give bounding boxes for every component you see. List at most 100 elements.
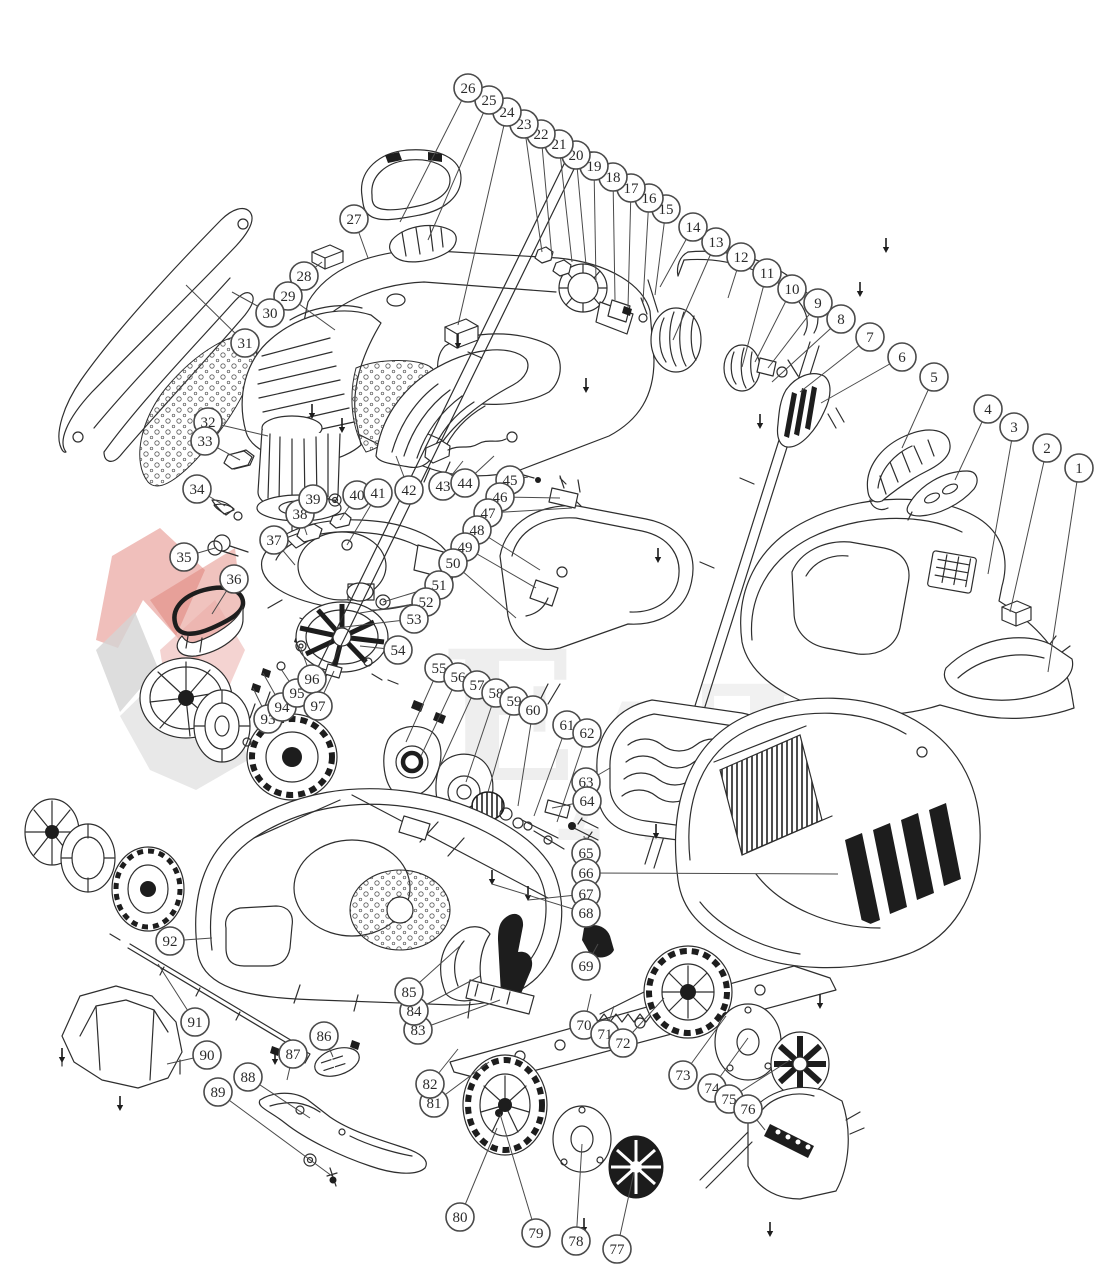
part-impeller	[295, 601, 399, 685]
callout-26: 26	[399, 73, 483, 223]
leader-line-59	[487, 700, 515, 793]
balloon-number-86: 86	[317, 1029, 333, 1045]
part-left-wheel-cluster	[24, 657, 338, 932]
callout-88: 88	[233, 1062, 311, 1119]
callout-76: 76	[733, 1094, 766, 1131]
part-blade-set	[258, 1040, 427, 1187]
callout-9: 9	[767, 288, 833, 369]
balloon-number-34: 34	[190, 482, 206, 498]
leader-line-24	[457, 111, 508, 326]
balloon-number-6: 6	[898, 350, 906, 366]
balloon-circle-62	[572, 718, 602, 748]
callout-90: 90	[166, 1040, 222, 1070]
part-deck	[195, 788, 563, 1019]
balloon-number-43: 43	[436, 479, 451, 495]
part-cover-button	[1001, 600, 1032, 627]
part-cover-trim	[906, 470, 978, 521]
leader-line-26	[399, 87, 469, 223]
balloon-circle-26	[453, 73, 483, 103]
balloon-circle-53	[399, 604, 429, 634]
balloon-circle-7	[855, 322, 885, 352]
balloon-number-85: 85	[402, 985, 417, 1001]
callout-21: 21	[544, 129, 574, 263]
balloon-number-22: 22	[534, 127, 549, 143]
balloon-number-21: 21	[552, 137, 567, 153]
balloon-number-23: 23	[517, 117, 532, 133]
balloon-circle-27	[339, 204, 369, 234]
callout-37: 37	[259, 525, 296, 566]
balloon-circle-86	[309, 1021, 339, 1051]
part-side-trim-bars	[58, 207, 258, 487]
balloon-number-80: 80	[453, 1210, 468, 1226]
balloon-number-84: 84	[407, 1004, 423, 1020]
balloon-circle-87	[278, 1039, 308, 1069]
callout-78: 78	[561, 1143, 591, 1256]
balloon-circle-97	[303, 691, 333, 721]
balloon-number-82: 82	[423, 1077, 438, 1093]
callout-66: 66	[571, 858, 839, 888]
balloon-number-95: 95	[290, 686, 305, 702]
balloon-circle-8	[826, 304, 856, 334]
callout-96: 96	[297, 648, 327, 694]
callout-28: 28	[289, 261, 323, 291]
balloon-number-72: 72	[616, 1036, 631, 1052]
callout-80: 80	[445, 1127, 498, 1232]
balloon-circle-79	[521, 1218, 551, 1248]
balloon-number-10: 10	[785, 282, 800, 298]
balloon-number-77: 77	[610, 1242, 626, 1258]
balloon-number-36: 36	[227, 572, 243, 588]
balloon-number-31: 31	[238, 336, 253, 352]
callout-44: 44	[450, 455, 495, 498]
callout-30: 30	[231, 291, 285, 328]
callout-97: 97	[303, 670, 335, 721]
balloon-number-33: 33	[198, 434, 213, 450]
callout-36: 36	[211, 564, 249, 615]
callout-3: 3	[987, 412, 1029, 575]
balloon-circle-3	[999, 412, 1029, 442]
balloon-circle-39	[298, 484, 328, 514]
balloon-circle-36	[219, 564, 249, 594]
balloon-number-16: 16	[642, 191, 658, 207]
leader-line-11	[741, 272, 768, 368]
balloon-circle-6	[887, 342, 917, 372]
callout-91: 91	[157, 963, 210, 1037]
callout-73: 73	[668, 1015, 727, 1090]
balloon-number-75: 75	[722, 1092, 737, 1108]
leader-line-60	[517, 709, 534, 807]
callout-11: 11	[741, 258, 782, 368]
callout-layer: 1234567891011121314151617181920212223242…	[155, 73, 1094, 1264]
balloon-number-2: 2	[1043, 441, 1051, 457]
leader-line-89	[217, 1091, 333, 1177]
leader-line-22	[540, 133, 553, 259]
balloon-circle-34	[182, 474, 212, 504]
balloon-number-57: 57	[470, 678, 486, 694]
callout-41: 41	[346, 478, 393, 546]
balloon-number-91: 91	[188, 1015, 203, 1031]
balloon-circle-1	[1064, 453, 1094, 483]
callout-40: 40	[339, 480, 372, 521]
part-switch-assembly	[534, 246, 659, 335]
part-drive-belt	[172, 585, 246, 657]
balloon-circle-5	[919, 362, 949, 392]
leader-line-7	[799, 336, 871, 393]
callout-2: 2	[1009, 433, 1062, 613]
balloon-circle-9	[803, 288, 833, 318]
callout-87: 87	[278, 1039, 308, 1081]
balloon-number-18: 18	[606, 170, 621, 186]
balloon-number-28: 28	[297, 269, 312, 285]
callout-27: 27	[339, 204, 369, 259]
callout-79: 79	[499, 1113, 551, 1248]
callout-14: 14	[659, 212, 708, 288]
leader-line-68	[491, 883, 587, 914]
callout-54: 54	[359, 635, 413, 665]
balloon-circle-80	[445, 1202, 475, 1232]
balloon-circle-68	[571, 898, 601, 928]
leader-line-13	[672, 241, 717, 341]
balloon-number-88: 88	[241, 1070, 256, 1086]
callout-29: 29	[273, 281, 336, 331]
leader-line-21	[558, 143, 573, 263]
balloon-number-97: 97	[311, 699, 327, 715]
balloon-number-26: 26	[461, 81, 477, 97]
